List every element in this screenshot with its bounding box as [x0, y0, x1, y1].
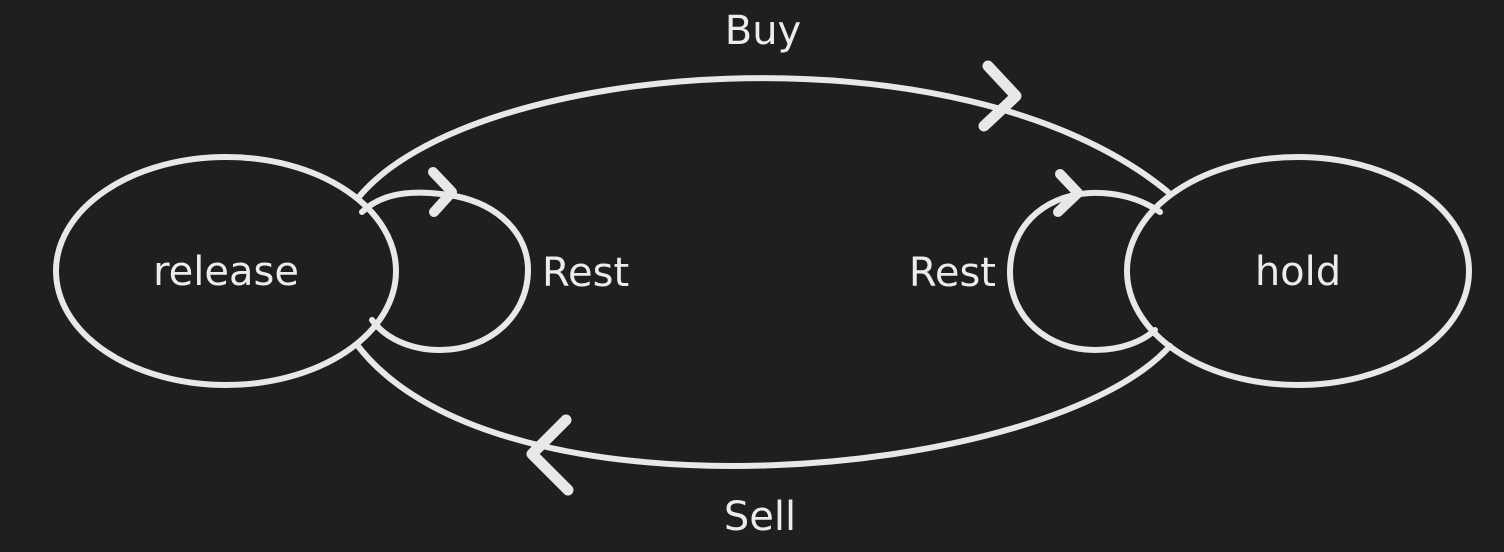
state-release-ellipse [53, 154, 399, 388]
hold-self-loop-arc [1007, 189, 1163, 353]
transition-sell: Sell [355, 343, 1173, 540]
transition-buy-arrowhead [978, 60, 1022, 132]
state-release: release [53, 154, 399, 388]
transition-buy-label: Buy [725, 8, 801, 54]
transition-sell-arc [355, 343, 1173, 469]
state-hold-ellipse [1124, 154, 1472, 388]
state-hold-label: hold [1255, 249, 1341, 295]
release-self-loop-arc [359, 189, 531, 353]
release-self-loop-label: Rest [542, 250, 629, 296]
hold-self-loop-arrowhead [1053, 169, 1083, 217]
transition-sell-label: Sell [724, 494, 796, 540]
hold-self-loop-label: Rest [909, 250, 996, 296]
transition-sell-arrowhead [526, 414, 574, 496]
state-hold: hold [1124, 154, 1472, 388]
transition-release-self-loop: Rest [359, 167, 629, 353]
release-self-loop-arrowhead [428, 167, 457, 217]
state-release-label: release [153, 249, 299, 295]
transition-buy-arc [355, 75, 1171, 201]
transition-hold-self-loop: Rest [909, 169, 1163, 353]
transition-buy: Buy [355, 8, 1171, 201]
